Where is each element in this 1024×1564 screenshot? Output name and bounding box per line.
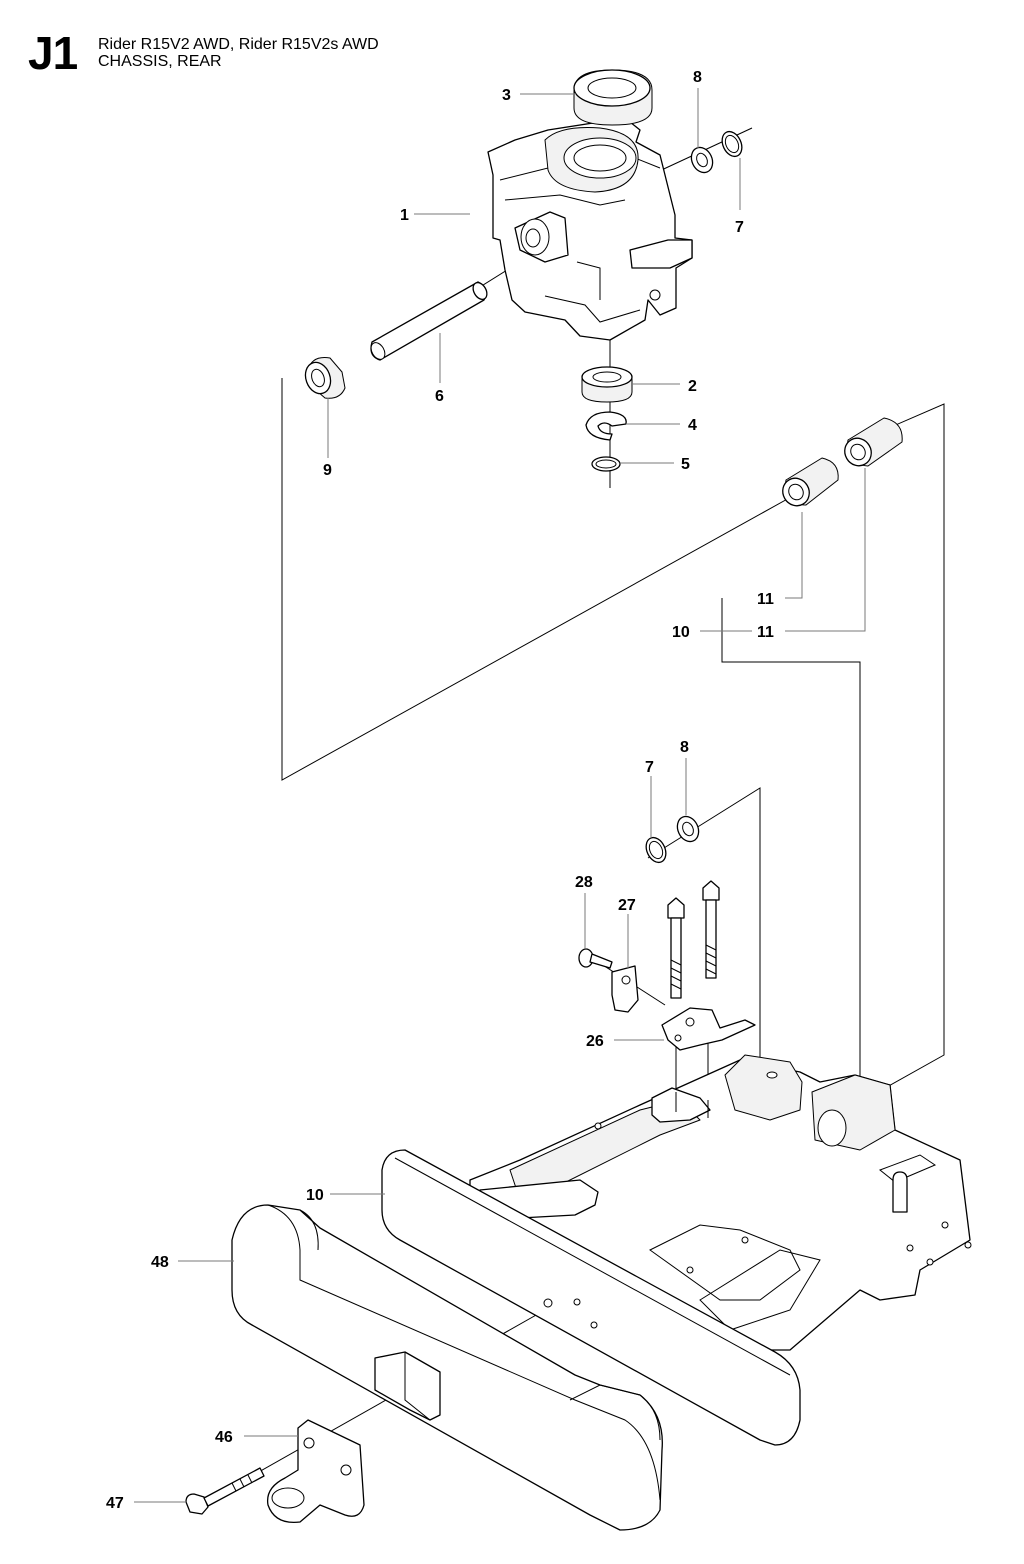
label-part-7-top: 7 <box>735 219 744 236</box>
label-part-47: 47 <box>106 1495 124 1512</box>
part-3-upper-bearing <box>573 69 653 126</box>
section-title: CHASSIS, REAR <box>98 53 222 70</box>
model-title: Rider R15V2 AWD, Rider R15V2s AWD <box>98 36 379 53</box>
label-part-5: 5 <box>681 456 690 473</box>
label-part-8-lower: 8 <box>680 739 689 756</box>
part-11-bushing-left <box>782 457 839 507</box>
part-7-circlip-top <box>721 130 743 158</box>
label-part-10-ref: 10 <box>672 624 690 641</box>
label-part-8-top: 8 <box>693 69 702 86</box>
part-46-hitch-plate <box>266 1419 365 1524</box>
part-4-retaining-clip <box>585 411 627 441</box>
label-part-9: 9 <box>323 462 332 479</box>
part-5-circlip <box>591 456 621 472</box>
part-6-pivot-pin <box>370 281 488 361</box>
bolt-long-right <box>702 880 720 979</box>
label-part-48: 48 <box>151 1254 169 1271</box>
bolt-long-left <box>667 897 685 999</box>
label-part-4: 4 <box>688 417 697 434</box>
part-1-axle-bracket <box>487 117 693 341</box>
label-part-11-lower: 11 <box>757 624 774 641</box>
label-part-2: 2 <box>688 378 697 395</box>
label-part-28: 28 <box>575 874 593 891</box>
label-part-1: 1 <box>400 207 409 224</box>
part-8-washer-lower <box>676 815 700 843</box>
part-9-bushing <box>304 357 346 399</box>
part-2-lower-bearing <box>581 366 633 403</box>
part-7-circlip-lower <box>645 836 667 864</box>
page-header: J1 Rider R15V2 AWD, Rider R15V2s AWD CHA… <box>0 0 1024 90</box>
label-part-27: 27 <box>618 897 636 914</box>
part-27-clip <box>611 965 639 1013</box>
part-26-bracket <box>661 1007 756 1051</box>
part-47-bolt <box>185 1467 265 1515</box>
label-part-7-lower: 7 <box>645 759 654 776</box>
part-28-screw <box>578 948 613 969</box>
label-part-26: 26 <box>586 1033 604 1050</box>
label-part-11-upper: 11 <box>757 591 774 608</box>
part-11-bushing-right <box>844 417 903 467</box>
part-10-bumper-plate <box>381 1149 801 1446</box>
label-part-3: 3 <box>502 87 511 104</box>
leader-lines <box>134 88 866 1503</box>
label-part-6: 6 <box>435 388 444 405</box>
part-48-bumper <box>231 1204 663 1531</box>
part-8-washer-top <box>690 146 714 174</box>
part-number-labels: 1 2 3 4 5 6 7 8 9 10 10 11 11 7 8 26 27 … <box>106 69 774 1512</box>
label-part-10-bumper: 10 <box>306 1187 324 1204</box>
sheet-code: J1 <box>28 27 78 79</box>
label-part-46: 46 <box>215 1429 233 1446</box>
